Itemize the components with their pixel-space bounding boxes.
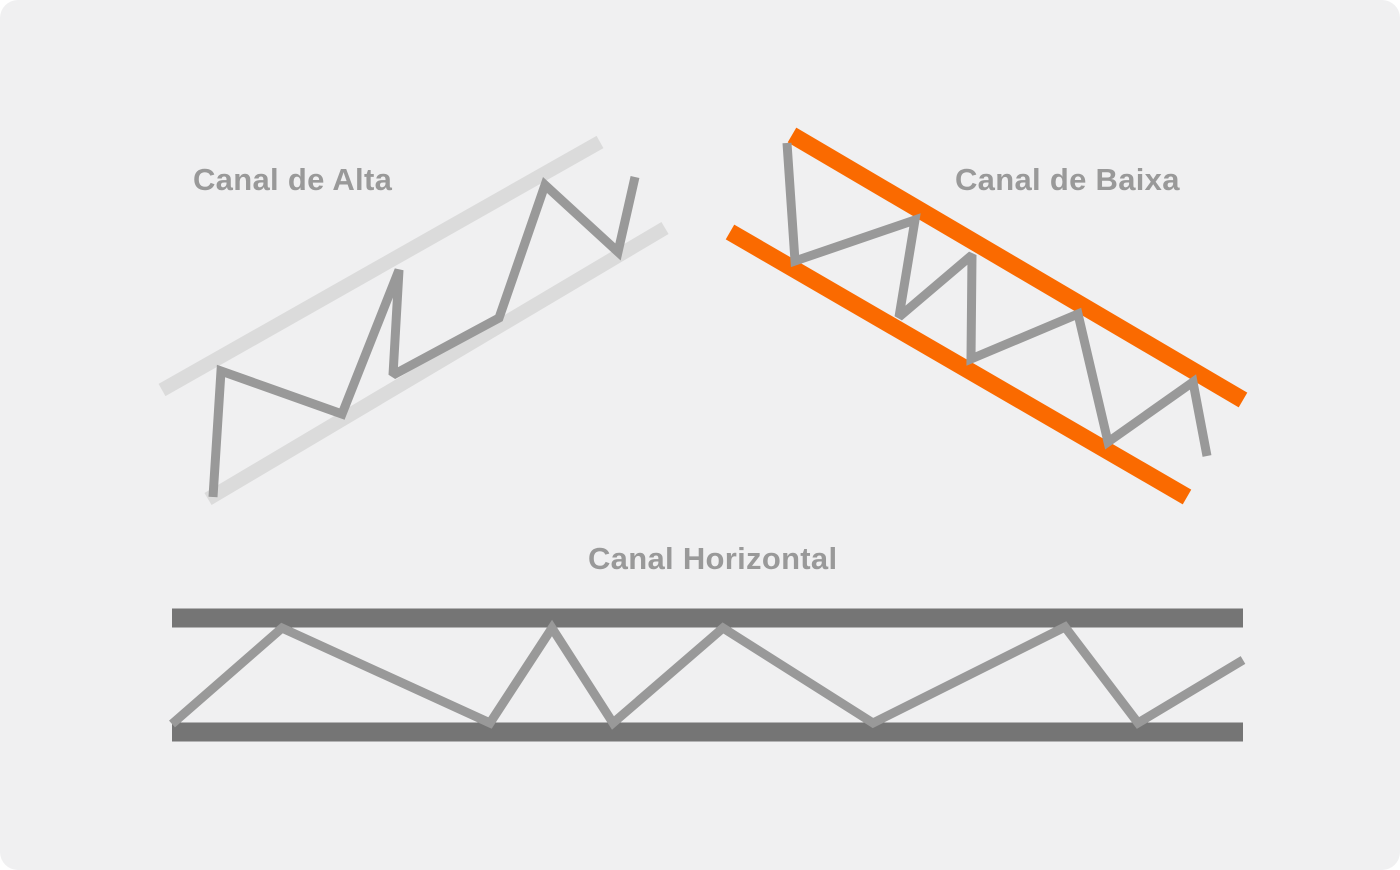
label-canal-horizontal: Canal Horizontal bbox=[588, 541, 838, 576]
canal-de-baixa-lower-rail bbox=[725, 224, 1192, 505]
canal-de-baixa-upper-rail bbox=[787, 127, 1248, 408]
canal-horizontal-price-zigzag bbox=[169, 619, 1246, 730]
canal-de-baixa-price-zigzag bbox=[782, 142, 1212, 457]
canal-de-alta-price-zigzag bbox=[208, 176, 640, 498]
label-canal-de-baixa: Canal de Baixa bbox=[955, 162, 1180, 197]
canal-de-alta-upper-rail bbox=[158, 135, 604, 397]
label-canal-de-alta: Canal de Alta bbox=[193, 162, 393, 197]
canal-de-alta-lower-rail bbox=[204, 221, 669, 506]
